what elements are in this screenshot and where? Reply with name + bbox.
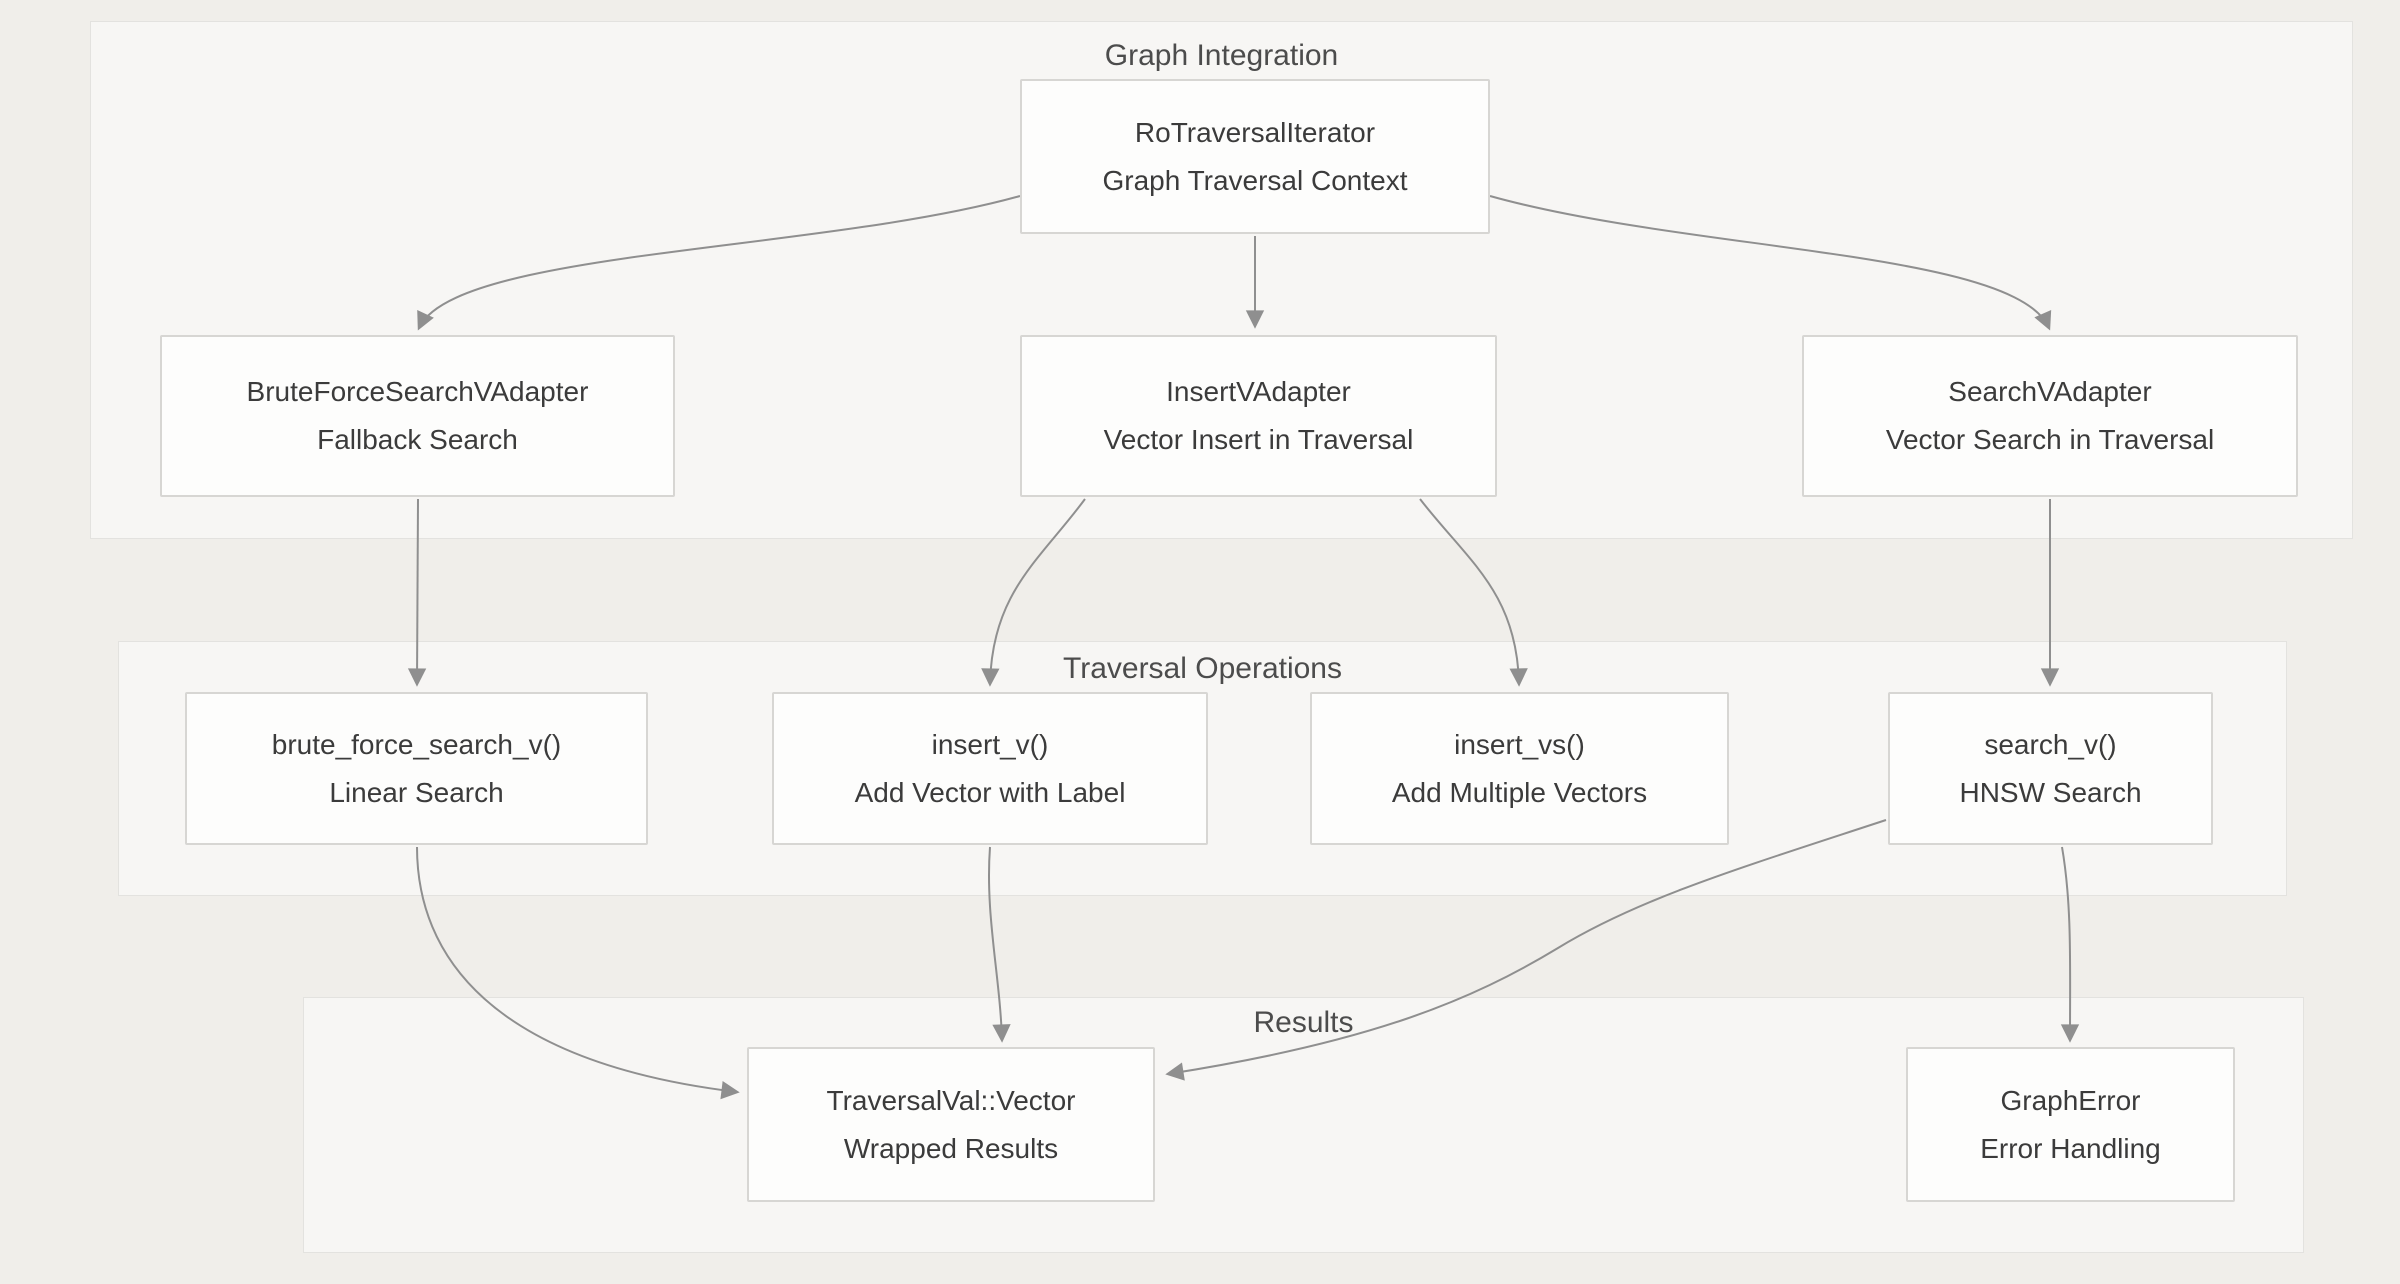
- node-title: TraversalVal::Vector: [826, 1084, 1076, 1116]
- node-title: insert_v(): [931, 728, 1049, 760]
- node-brute-force-fn: brute_force_search_v() Linear Search: [185, 692, 648, 845]
- node-title: GraphError: [2000, 1084, 2141, 1116]
- node-title: InsertVAdapter: [1166, 376, 1351, 407]
- zone-title-graph-integration: Graph Integration: [1104, 39, 1339, 72]
- node-subtitle: Add Multiple Vectors: [1391, 776, 1648, 808]
- node-traversal-val: TraversalVal::Vector Wrapped Results: [747, 1047, 1155, 1202]
- zone-title-results: Results: [1253, 1006, 1354, 1039]
- node-brute-force-adapter: BruteForceSearchVAdapter Fallback Search: [160, 335, 675, 497]
- node-insert-fn: insert_v() Add Vector with Label: [772, 692, 1208, 845]
- node-search-fn: search_v() HNSW Search: [1888, 692, 2213, 845]
- node-subtitle: Linear Search: [329, 776, 504, 808]
- node-ro-traversal-iterator: RoTraversalIterator Graph Traversal Cont…: [1020, 79, 1490, 234]
- node-title: brute_force_search_v(): [271, 728, 562, 760]
- node-subtitle: Wrapped Results: [843, 1132, 1059, 1164]
- node-title: SearchVAdapter: [1948, 376, 2152, 407]
- node-insert-vs-fn: insert_vs() Add Multiple Vectors: [1310, 692, 1729, 845]
- node-subtitle: Error Handling: [1980, 1132, 2161, 1164]
- node-subtitle: Graph Traversal Context: [1102, 164, 1408, 196]
- node-graph-error: GraphError Error Handling: [1906, 1047, 2235, 1202]
- node-insert-adapter: InsertVAdapter Vector Insert in Traversa…: [1020, 335, 1497, 497]
- node-title: BruteForceSearchVAdapter: [246, 376, 589, 407]
- node-subtitle: Add Vector with Label: [854, 776, 1126, 808]
- node-subtitle: Vector Search in Traversal: [1885, 424, 2215, 455]
- node-search-adapter: SearchVAdapter Vector Search in Traversa…: [1802, 335, 2298, 497]
- zone-title-traversal-operations: Traversal Operations: [1063, 652, 1342, 685]
- node-subtitle: Fallback Search: [317, 424, 518, 455]
- node-title: insert_vs(): [1454, 728, 1585, 760]
- node-subtitle: HNSW Search: [1959, 776, 2142, 808]
- node-title: RoTraversalIterator: [1134, 116, 1376, 148]
- node-title: search_v(): [1984, 728, 2117, 760]
- node-subtitle: Vector Insert in Traversal: [1103, 424, 1414, 455]
